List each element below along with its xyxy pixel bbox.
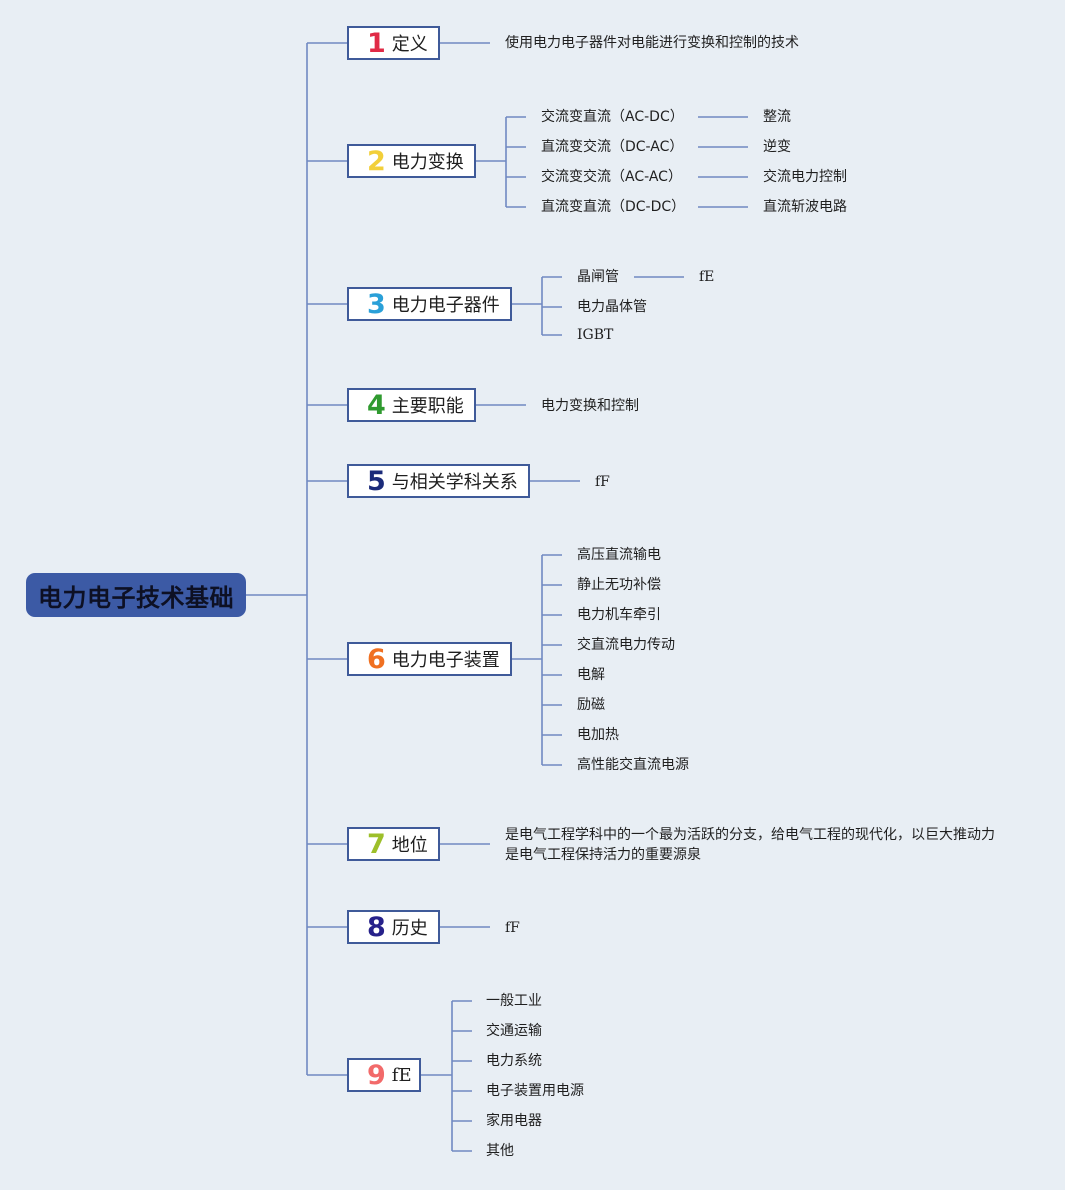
leaf-equipment[interactable]: 交直流电力传动 bbox=[577, 637, 675, 653]
leaf-device[interactable]: IGBT bbox=[577, 327, 614, 343]
leaf-conversion-type[interactable]: 交流变直流（AC-DC） bbox=[541, 109, 684, 125]
branch-label: fE bbox=[391, 1064, 412, 1086]
number-4-icon: 4 bbox=[367, 389, 386, 421]
branch-label: 电力电子装置 bbox=[391, 650, 500, 671]
branch-history[interactable]: 8 历史 bbox=[347, 910, 440, 944]
leaf-device[interactable]: 晶闸管 bbox=[577, 269, 619, 285]
leaf-thyristor-child[interactable]: fE bbox=[699, 269, 715, 285]
number-1-icon: 1 bbox=[367, 27, 386, 59]
leaf-conversion-type[interactable]: 直流变直流（DC-DC） bbox=[541, 199, 686, 215]
branch-main-function[interactable]: 4 主要职能 bbox=[347, 388, 476, 422]
leaf-application[interactable]: 电子装置用电源 bbox=[486, 1083, 584, 1099]
leaf-relation[interactable]: fF bbox=[595, 474, 610, 490]
leaf-status-line: 是电气工程学科中的一个最为活跃的分支，给电气工程的现代化，以巨大推动力 bbox=[505, 827, 995, 843]
branch-label: 历史 bbox=[391, 918, 428, 939]
number-6-icon: 6 bbox=[367, 643, 386, 675]
number-9-icon: 9 bbox=[367, 1059, 386, 1091]
branch-label: 电力变换 bbox=[391, 152, 464, 173]
branch-label: 主要职能 bbox=[391, 396, 464, 417]
branch-label: 电力电子器件 bbox=[391, 295, 500, 316]
branch-definition[interactable]: 1 定义 bbox=[347, 26, 440, 60]
branch-label: 与相关学科关系 bbox=[391, 472, 518, 493]
leaf-equipment[interactable]: 电加热 bbox=[577, 727, 619, 743]
leaf-conversion-name[interactable]: 整流 bbox=[763, 109, 791, 125]
leaf-equipment[interactable]: 励磁 bbox=[577, 697, 605, 713]
leaf-application[interactable]: 交通运输 bbox=[486, 1023, 542, 1039]
branch-label: 定义 bbox=[391, 34, 428, 55]
leaf-equipment[interactable]: 电力机车牵引 bbox=[577, 607, 661, 623]
leaf-application[interactable]: 家用电器 bbox=[486, 1113, 542, 1129]
leaf-equipment[interactable]: 电解 bbox=[577, 667, 605, 683]
branch-power-equipment[interactable]: 6 电力电子装置 bbox=[347, 642, 512, 676]
number-8-icon: 8 bbox=[367, 911, 386, 943]
leaf-equipment[interactable]: 静止无功补偿 bbox=[577, 577, 661, 593]
leaf-application[interactable]: 其他 bbox=[486, 1143, 514, 1159]
leaf-device[interactable]: 电力晶体管 bbox=[577, 299, 647, 315]
branch-status[interactable]: 7 地位 bbox=[347, 827, 440, 861]
leaf-history[interactable]: fF bbox=[505, 920, 520, 936]
leaf-application[interactable]: 电力系统 bbox=[486, 1053, 542, 1069]
leaf-function[interactable]: 电力变换和控制 bbox=[541, 398, 639, 414]
root-node[interactable]: 电力电子技术基础 bbox=[26, 573, 246, 617]
leaf-conversion-name[interactable]: 直流斩波电路 bbox=[763, 199, 847, 215]
leaf-application[interactable]: 一般工业 bbox=[486, 993, 542, 1009]
branch-power-devices[interactable]: 3 电力电子器件 bbox=[347, 287, 512, 321]
leaf-status-line: 是电气工程保持活力的重要源泉 bbox=[505, 847, 701, 863]
number-2-icon: 2 bbox=[367, 145, 386, 177]
leaf-conversion-name[interactable]: 交流电力控制 bbox=[763, 169, 847, 185]
leaf-status[interactable]: 是电气工程学科中的一个最为活跃的分支，给电气工程的现代化，以巨大推动力 是电气工… bbox=[505, 825, 995, 865]
leaf-equipment[interactable]: 高性能交直流电源 bbox=[577, 757, 689, 773]
branch-label: 地位 bbox=[391, 835, 428, 856]
leaf-conversion-type[interactable]: 直流变交流（DC-AC） bbox=[541, 139, 684, 155]
leaf-definition[interactable]: 使用电力电子器件对电能进行变换和控制的技术 bbox=[505, 35, 799, 51]
number-3-icon: 3 bbox=[367, 288, 386, 320]
leaf-conversion-type[interactable]: 交流变交流（AC-AC） bbox=[541, 169, 682, 185]
branch-related-disciplines[interactable]: 5 与相关学科关系 bbox=[347, 464, 530, 498]
number-7-icon: 7 bbox=[367, 828, 386, 860]
branch-power-conversion[interactable]: 2 电力变换 bbox=[347, 144, 476, 178]
leaf-equipment[interactable]: 高压直流输电 bbox=[577, 547, 661, 563]
number-5-icon: 5 bbox=[367, 465, 386, 497]
leaf-conversion-name[interactable]: 逆变 bbox=[763, 139, 791, 155]
branch-applications[interactable]: 9 fE bbox=[347, 1058, 421, 1092]
